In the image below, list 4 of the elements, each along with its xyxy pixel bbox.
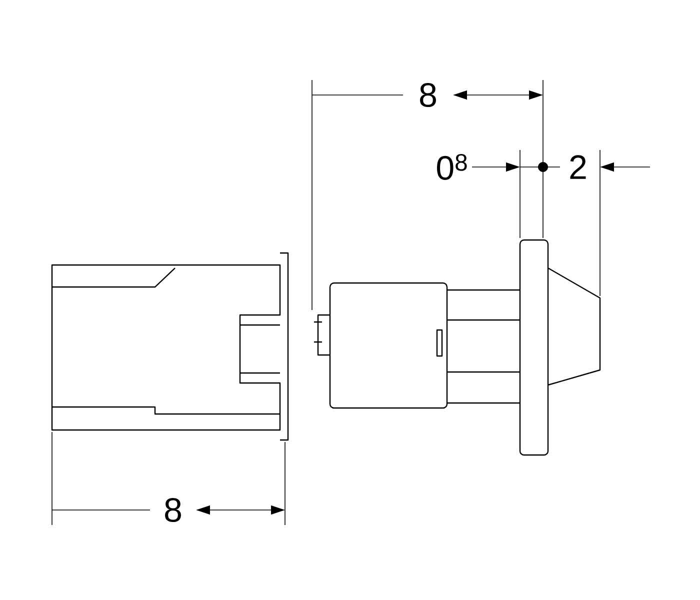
dimension-label: 2 <box>570 155 586 179</box>
dimension-label: 8 <box>420 82 436 108</box>
dimension-label: 0$^{8}$ <box>437 154 467 180</box>
dimension-label: 8 <box>165 498 181 522</box>
